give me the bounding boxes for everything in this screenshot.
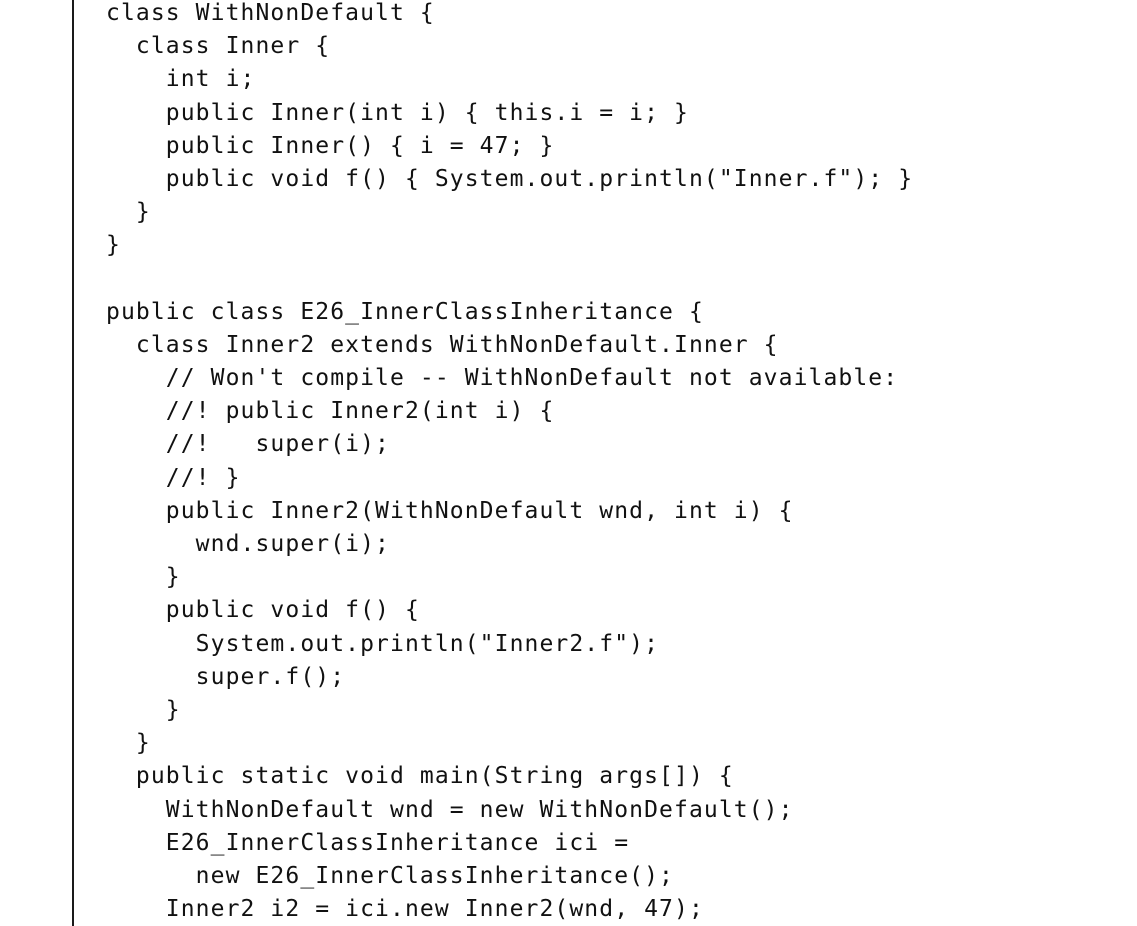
code-line: } [106,696,181,723]
code-line: int i; [106,66,256,93]
code-line: wnd.super(i); [106,531,390,557]
code-line: public Inner2(WithNonDefault wnd, int i)… [106,497,794,524]
code-line: super.f(); [106,663,346,690]
code-line: // Won't compile -- WithNonDefault not a… [106,365,899,392]
code-line: class Inner { [106,33,331,60]
code-line [106,263,913,296]
code-line: E26_InnerClassInheritance ici = [106,829,630,856]
code-line: } [106,564,181,591]
code-line: //! super(i); [106,431,390,458]
code-line: public Inner() { i = 47; } [106,132,555,159]
code-line: new E26_InnerClassInheritance(); [106,862,674,889]
code-line: class Inner2 extends WithNonDefault.Inne… [106,331,779,358]
code-listing: class WithNonDefault { class Inner { int… [106,0,913,926]
code-line: } [106,199,151,226]
code-line: public Inner(int i) { this.i = i; } [106,99,689,126]
code-line: class WithNonDefault { [106,0,435,26]
code-line: System.out.println("Inner2.f"); [106,630,660,657]
code-line: public static void main(String args[]) { [106,763,734,790]
margin-rule [72,0,74,926]
code-line: public void f() { [106,597,420,624]
code-line: Inner2 i2 = ici.new Inner2(wnd, 47); [106,896,704,923]
code-line: //! } [106,464,241,491]
code-line: //! public Inner2(int i) { [106,398,555,425]
code-line: } [106,232,121,259]
code-line: WithNonDefault wnd = new WithNonDefault(… [106,796,794,823]
code-line: } [106,730,151,757]
code-line: public void f() { System.out.println("In… [106,165,914,192]
code-line: public class E26_InnerClassInheritance { [106,298,704,325]
